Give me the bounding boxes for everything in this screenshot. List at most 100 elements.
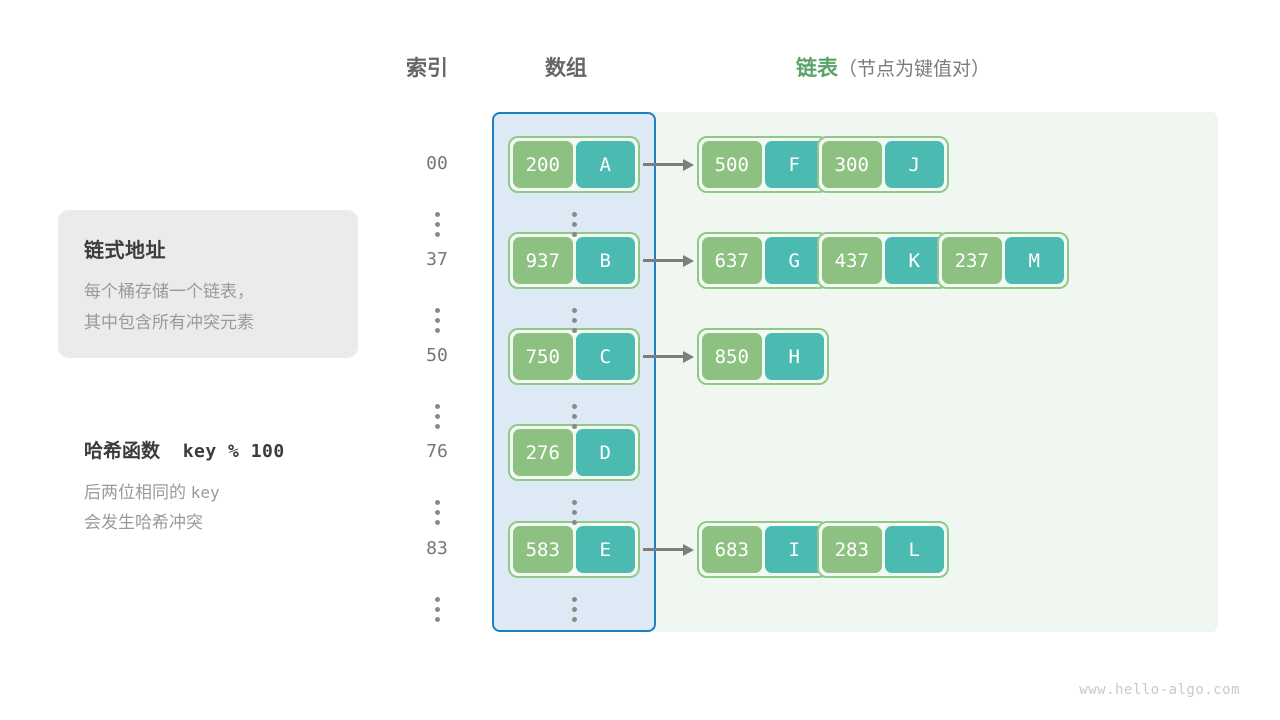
index-ellipsis (432, 597, 442, 622)
hash-function-line-2: 会发生哈希冲突 (84, 513, 203, 532)
info-card-body: 每个桶存储一个链表， 其中包含所有冲突元素 (84, 276, 254, 338)
node-value: L (884, 526, 944, 573)
node-key: 583 (513, 526, 573, 573)
next-pointer-arrow (643, 254, 694, 267)
node-key: 937 (513, 237, 573, 284)
hash-function-label: 哈希函数 (84, 441, 161, 462)
next-pointer-arrow (643, 350, 694, 363)
hash-function-line-1-text: 后两位相同的 (84, 483, 186, 502)
arrow-shaft (643, 548, 683, 551)
info-card (58, 210, 358, 358)
hash-function-body: 后两位相同的 key 会发生哈希冲突 (84, 478, 220, 538)
dot (571, 510, 577, 515)
dot (571, 404, 577, 409)
arrow-head (683, 543, 694, 556)
dot (434, 414, 440, 419)
node-value: F (764, 141, 824, 188)
node-key: 437 (822, 237, 882, 284)
node-key: 637 (702, 237, 762, 284)
dot (571, 232, 577, 237)
dot (434, 510, 440, 515)
dot (571, 222, 577, 227)
dot (434, 222, 440, 227)
dot (434, 232, 440, 237)
arrow-shaft (643, 355, 683, 358)
dot (571, 597, 577, 602)
node-value: B (575, 237, 635, 284)
dot (571, 424, 577, 429)
dot (434, 308, 440, 313)
dot (571, 318, 577, 323)
header-index: 索引 (406, 57, 448, 80)
dot (434, 424, 440, 429)
node-value: K (884, 237, 944, 284)
hash-function-title: 哈希函数 key % 100 (84, 436, 285, 463)
node-key: 300 (822, 141, 882, 188)
dot (571, 607, 577, 612)
bucket-index-label: 00 (426, 152, 448, 174)
dot (434, 597, 440, 602)
header-linked-list-strong: 链表 (796, 57, 838, 80)
header-array: 数组 (545, 57, 587, 80)
node-key: 500 (702, 141, 762, 188)
node-value: J (884, 141, 944, 188)
array-ellipsis (569, 404, 579, 429)
bucket-index-label: 83 (426, 537, 448, 559)
node-key: 850 (702, 333, 762, 380)
array-ellipsis (569, 308, 579, 333)
dot (434, 404, 440, 409)
dot (434, 617, 440, 622)
arrow-head (683, 158, 694, 171)
dot (571, 308, 577, 313)
dot (571, 500, 577, 505)
dot (434, 607, 440, 612)
node-key: 276 (513, 429, 573, 476)
index-ellipsis (432, 212, 442, 237)
dot (571, 520, 577, 525)
arrow-shaft (643, 163, 683, 166)
array-ellipsis (569, 212, 579, 237)
hash-function-line-1-key: key (190, 483, 220, 502)
arrow-head (683, 254, 694, 267)
dot (434, 520, 440, 525)
next-pointer-arrow (643, 543, 694, 556)
node-key: 200 (513, 141, 573, 188)
dot (571, 328, 577, 333)
dot (571, 212, 577, 217)
bucket-index-label: 50 (426, 344, 448, 366)
dot (434, 328, 440, 333)
watermark: www.hello-algo.com (1079, 682, 1240, 698)
node-value: A (575, 141, 635, 188)
dot (434, 318, 440, 323)
dot (571, 617, 577, 622)
node-value: H (764, 333, 824, 380)
arrow-shaft (643, 259, 683, 262)
node-value: C (575, 333, 635, 380)
bucket-index-label: 76 (426, 440, 448, 462)
dot (434, 500, 440, 505)
node-value: M (1004, 237, 1064, 284)
index-ellipsis (432, 500, 442, 525)
hash-function-line-1: 后两位相同的 key (84, 478, 220, 508)
node-value: E (575, 526, 635, 573)
bucket-index-label: 37 (426, 248, 448, 270)
arrow-head (683, 350, 694, 363)
info-card-title: 链式地址 (84, 240, 166, 262)
header-linked-list-sub: （节点为键值对） (838, 59, 991, 80)
info-card-line-1: 每个桶存储一个链表， (84, 282, 254, 301)
node-key: 750 (513, 333, 573, 380)
